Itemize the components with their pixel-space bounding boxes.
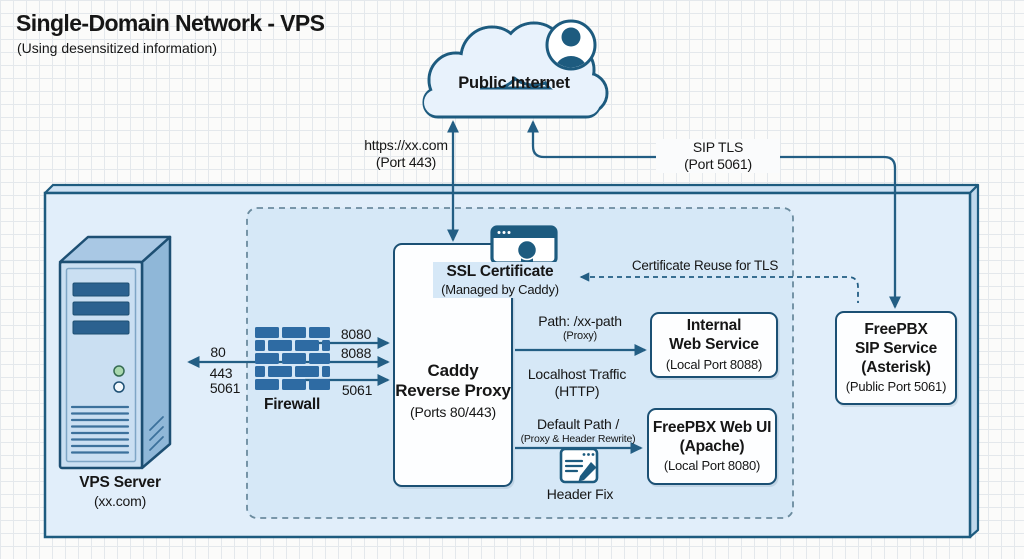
inbound-port-443: 443 xyxy=(209,365,233,381)
node-label: FreePBX xyxy=(864,320,928,338)
firewall-brick-icon xyxy=(255,327,330,390)
page-title: Single-Domain Network - VPS xyxy=(16,10,325,36)
vps-server-label: VPS Server (xx.com) xyxy=(79,474,161,509)
node-sublabel: (Public Port 5061) xyxy=(845,379,947,395)
node-internal-web-service: Internal Web Service (Local Port 8088) xyxy=(650,312,778,378)
node-label: Caddy xyxy=(427,360,479,380)
cloud-label: Public Internet xyxy=(458,74,570,92)
node-sublabel: (Ports 80/443) xyxy=(410,404,496,421)
page-subtitle: (Using desensitized information) xyxy=(17,40,217,56)
node-sublabel: (Local Port 8088) xyxy=(665,356,763,372)
default-route-label: Default Path / (Proxy & Header Rewrite) xyxy=(520,416,636,445)
forward-port-8088: 8088 xyxy=(340,345,372,361)
node-sublabel: (Local Port 8080) xyxy=(663,458,761,474)
node-label: FreePBX Web UI xyxy=(652,418,772,436)
localhost-traffic-label: Localhost Traffic (HTTP) xyxy=(527,366,627,399)
node-label: SIP Service xyxy=(855,339,937,357)
node-label: Internal xyxy=(686,317,742,335)
public-internet-cloud xyxy=(422,19,609,119)
path-route-label: Path: /xx-path (Proxy) xyxy=(538,313,622,342)
node-label: Web Service xyxy=(669,336,759,354)
server-tower-icon xyxy=(58,235,172,470)
sip-tls-edge-label: SIP TLS (Port 5061) xyxy=(656,139,780,173)
https-edge-label: https://xx.com (Port 443) xyxy=(364,137,448,170)
forward-port-5061: 5061 xyxy=(341,382,373,398)
node-label: Reverse Proxy xyxy=(395,381,511,401)
inbound-port-5061: 5061 xyxy=(209,380,241,396)
ssl-cert-label: SSL Certificate (Managed by Caddy) xyxy=(433,262,567,299)
inbound-port-80: 80 xyxy=(210,344,226,360)
forward-port-8080: 8080 xyxy=(340,326,372,342)
header-fix-label: Header Fix xyxy=(546,486,614,502)
node-label: (Asterisk) xyxy=(861,358,931,376)
header-fix-icon xyxy=(559,447,599,484)
firewall-label: Firewall xyxy=(263,396,321,413)
cert-reuse-edge-label: Certificate Reuse for TLS xyxy=(631,258,779,273)
node-freepbx-web-ui: FreePBX Web UI (Apache) (Local Port 8080… xyxy=(647,408,777,485)
node-label: (Apache) xyxy=(679,437,745,455)
user-avatar-icon xyxy=(545,19,597,71)
server-led-white xyxy=(113,381,125,393)
node-freepbx-sip-service: FreePBX SIP Service (Asterisk) (Public P… xyxy=(835,311,957,405)
cert-reuse-dashed-arrow xyxy=(579,272,859,303)
server-led-green xyxy=(113,365,125,377)
